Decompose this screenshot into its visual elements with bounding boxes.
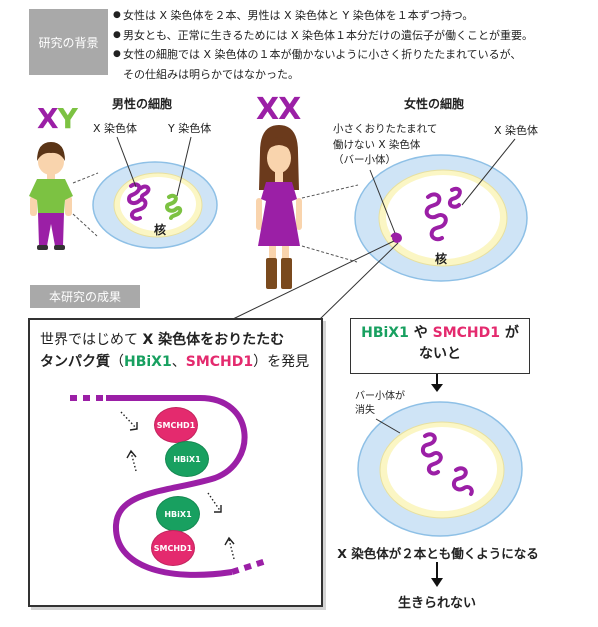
smchd1-protein: SMCHD1 <box>151 530 195 566</box>
condition-protein-hbix1: HBiX1 <box>361 325 409 341</box>
barr-body-label-line: （バー小体） <box>333 154 396 166</box>
active-x-chromosome <box>420 432 443 476</box>
x-chromosome-fiber-end <box>231 558 267 575</box>
male-x-chromosome-label: X 染色体 <box>93 122 138 135</box>
barr-body-label-line: 小さくおりたたまれて <box>333 123 438 135</box>
condition-text: や <box>408 325 433 341</box>
male-x-chromosome <box>127 182 151 221</box>
headline-text: （ <box>110 354 124 370</box>
male-karyotype: XY <box>37 102 78 135</box>
headline-text: ）を発見 <box>253 354 310 370</box>
hbix1-protein: HBiX1 <box>156 496 200 532</box>
male-cell-title: 男性の細胞 <box>112 97 173 111</box>
folding-arrow-up-2 <box>224 536 235 560</box>
consequence-text: X 染色体が２本とも働くようになる <box>337 546 539 561</box>
bullet-item: 女性の細胞では X 染色体の１本が働かないように小さく折りたたまれているが、 <box>113 45 533 65</box>
girl-figure <box>256 125 302 289</box>
hbix1-protein: HBiX1 <box>165 441 209 477</box>
flow-arrow-2 <box>431 562 443 587</box>
headline-protein-hbix1: HBiX1 <box>124 354 172 370</box>
headline-protein-smchd1: SMCHD1 <box>185 354 254 370</box>
barr-body-lost-cell <box>357 401 523 537</box>
active-x-chromosome <box>451 466 474 496</box>
female-x-chromosome <box>424 186 462 242</box>
boy-to-cell-dashes <box>72 172 99 237</box>
condition-line2: ないと <box>419 346 461 362</box>
folding-arrow-up-1 <box>126 449 137 472</box>
girl-to-cell-dashes <box>301 184 359 263</box>
headline-emphasis: X 染色体をおりたたむ <box>142 332 285 348</box>
karyotype-x: X <box>37 102 59 135</box>
barr-body-callout <box>232 240 399 320</box>
barr-body <box>390 232 402 243</box>
female-cell <box>354 138 528 282</box>
barr-body-lost-line: 消失 <box>355 405 375 416</box>
female-x-chromosome-label: X 染色体 <box>494 124 539 137</box>
female-nucleus-label: 核 <box>435 252 448 266</box>
smchd1-protein: SMCHD1 <box>154 407 198 443</box>
results-headline-line2: タンパク質（HBiX1、SMCHD1）を発見 <box>40 351 309 371</box>
result-text: 生きられない <box>397 596 476 611</box>
background-label: 研究の背景 <box>29 9 108 75</box>
x-chromosome-fiber <box>106 395 248 578</box>
folding-arrow-down-1 <box>120 411 138 431</box>
results-label: 本研究の成果 <box>30 285 140 308</box>
barr-body-lost-line: バー小体が <box>355 391 405 402</box>
barr-body-label: 小さくおりたたまれて 働けない X 染色体 （バー小体） <box>333 122 437 169</box>
results-headline-line1: 世界ではじめて X 染色体をおりたたむ <box>40 329 284 349</box>
condition-line1: HBiX1 や SMCHD1 が <box>351 323 529 344</box>
condition-protein-smchd1: SMCHD1 <box>432 325 500 341</box>
bullet-item-continuation: その仕組みは明らかではなかった。 <box>123 67 299 81</box>
headline-emphasis: タンパク質 <box>40 354 110 370</box>
headline-text: 世界ではじめて <box>40 332 143 348</box>
male-y-chromosome <box>165 193 183 220</box>
headline-text: 、 <box>171 354 186 370</box>
boy-figure <box>29 142 73 250</box>
male-y-chromosome-label: Y 染色体 <box>168 122 212 135</box>
karyotype-y: Y <box>57 102 78 135</box>
bullet-item: 女性は X 染色体を２本、男性は X 染色体と Y 染色体を１本ずつ持つ。 <box>113 6 533 26</box>
background-bullets: 女性は X 染色体を２本、男性は X 染色体と Y 染色体を１本ずつ持つ。 男女… <box>113 6 533 84</box>
barr-body-label-line: 働けない X 染色体 <box>333 138 421 151</box>
male-cell <box>92 136 218 249</box>
female-karyotype: XX <box>256 92 301 127</box>
condition-box: HBiX1 や SMCHD1 が ないと <box>350 318 530 374</box>
barr-body-lost-label: バー小体が 消失 <box>355 390 405 418</box>
female-cell-title: 女性の細胞 <box>404 97 465 111</box>
folding-arrow-down-2 <box>207 492 222 513</box>
condition-text: が <box>499 325 519 341</box>
male-nucleus-label: 核 <box>154 223 167 237</box>
bullet-item: 男女とも、正常に生きるためには X 染色体１本分だけの遺伝子が働くことが重要。 <box>113 26 533 46</box>
